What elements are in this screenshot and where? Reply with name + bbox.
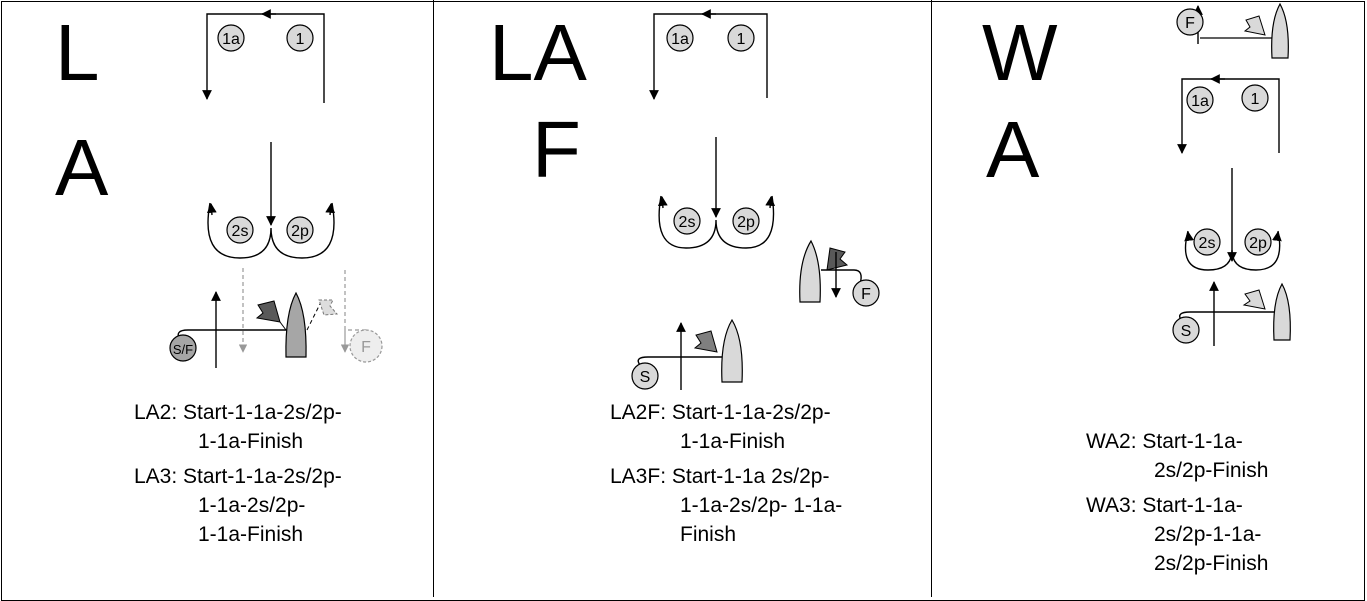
course-panel-la: L A 1a 1 2s 2p S/F: [0, 0, 433, 597]
course-panel-laf: LA F 1a 1 2s 2p F S: [434, 0, 931, 597]
course-diagram: F 1a 1 2s 2p S: [1172, 2, 1291, 346]
mark-start: [631, 362, 659, 390]
mark-label: S/F: [173, 342, 193, 357]
mark-2s: [1193, 228, 1221, 256]
panel-divider: [433, 0, 434, 597]
mark-2s: [226, 216, 254, 244]
course-descriptions: LA2: Start-1-1a-2s/2p- 1-1a-Finish LA3: …: [134, 398, 342, 549]
mark-start-finish: [169, 334, 197, 362]
mark-1: [1241, 84, 1269, 112]
dark-flag: [826, 247, 849, 271]
mark-2s: [673, 207, 701, 235]
mark-label: S: [1181, 323, 1192, 340]
mark-label: 1: [737, 31, 746, 48]
rounding-path: [649, 13, 768, 100]
mark-label: F: [1185, 15, 1195, 32]
course-line: 2s/2p-1-1a-: [1154, 523, 1262, 546]
course-line: Finish: [680, 523, 737, 546]
mark-label: 1a: [671, 31, 689, 48]
mark-1a: [217, 24, 245, 52]
course-line: 1-1a-2s/2p-: [198, 494, 306, 517]
mark-label: S: [640, 369, 651, 386]
mark-2p: [286, 216, 314, 244]
course-letter-bottom: F: [532, 105, 581, 194]
mark-1a: [666, 24, 694, 52]
mark-label: F: [861, 286, 871, 303]
course-line: 2s/2p-Finish: [1154, 552, 1269, 575]
course-letter-top: W: [982, 8, 1058, 97]
mark-1: [727, 24, 755, 52]
mark-2p: [1244, 228, 1272, 256]
finish-line: [821, 269, 862, 285]
course-descriptions: WA2: Start-1-1a- 2s/2p-Finish WA3: Start…: [1086, 427, 1268, 578]
mark-label: 2s: [232, 223, 249, 240]
start-line: [637, 356, 724, 366]
course-line: LA3F: Start-1-1a 2s/2p-: [610, 465, 830, 488]
course-line: WA3: Start-1-1a-: [1086, 494, 1243, 517]
mark-label: 1: [1251, 91, 1260, 108]
course-descriptions: LA2F: Start-1-1a-2s/2p- 1-1a-Finish LA3F…: [610, 398, 842, 549]
dark-flag: [255, 300, 281, 323]
mark-label: F: [361, 339, 371, 356]
start-flag: [1242, 289, 1266, 310]
start-boat: [721, 318, 743, 383]
committee-boat: [285, 291, 307, 358]
mark-label: 2s: [1199, 235, 1216, 252]
course-line: 1-1a-Finish: [680, 430, 786, 453]
start-line: [1178, 311, 1274, 321]
mark-label: 1: [296, 31, 305, 48]
mark-finish: [1176, 8, 1204, 36]
faded-finish-mark: [349, 329, 383, 363]
course-letter-top: LA: [489, 8, 587, 97]
finish-boat: [1271, 2, 1289, 59]
course-line: 2s/2p-Finish: [1154, 459, 1269, 482]
course-line: 1-1a-Finish: [198, 430, 304, 453]
course-line: 1-1a-Finish: [198, 523, 304, 546]
course-line: WA2: Start-1-1a-: [1086, 430, 1243, 453]
course-line: LA3: Start-1-1a-2s/2p-: [134, 465, 342, 488]
course-diagram: 1a 1 2s 2p F S: [631, 9, 880, 390]
mark-2p: [732, 207, 760, 235]
mark-finish: [852, 279, 880, 307]
course-letter-bottom: A: [986, 105, 1040, 194]
finish-flag: [1243, 15, 1266, 36]
gate-path: [658, 195, 775, 249]
course-line: LA2F: Start-1-1a-2s/2p-: [610, 401, 831, 424]
course-letter-bottom: A: [55, 123, 109, 212]
faded-flag: [318, 299, 339, 316]
rounding-path: [1177, 78, 1280, 154]
course-panel-wa: W A F 1a 1 2s 2p: [932, 0, 1365, 597]
start-boat: [1273, 282, 1291, 341]
gate-path: [207, 202, 335, 259]
mark-start: [1172, 316, 1200, 344]
course-diagram: 1a 1 2s 2p S/F F: [169, 9, 383, 368]
mark-label: 2p: [737, 214, 755, 231]
mark-1: [286, 24, 314, 52]
course-letter-top: L: [55, 8, 100, 97]
course-line: 1-1a-2s/2p- 1-1a-: [680, 494, 843, 517]
mark-1a: [1186, 86, 1214, 114]
start-flag: [693, 330, 718, 353]
mark-label: 2p: [291, 223, 309, 240]
finish-boat: [799, 239, 821, 303]
mark-label: 1a: [222, 31, 240, 48]
mark-label: 2s: [679, 214, 696, 231]
course-line: LA2: Start-1-1a-2s/2p-: [134, 401, 342, 424]
mark-label: 2p: [1249, 235, 1267, 252]
panel-divider: [931, 0, 932, 597]
mark-label: 1a: [1191, 93, 1209, 110]
gate-path: [1184, 230, 1281, 271]
start-line: [177, 329, 290, 341]
